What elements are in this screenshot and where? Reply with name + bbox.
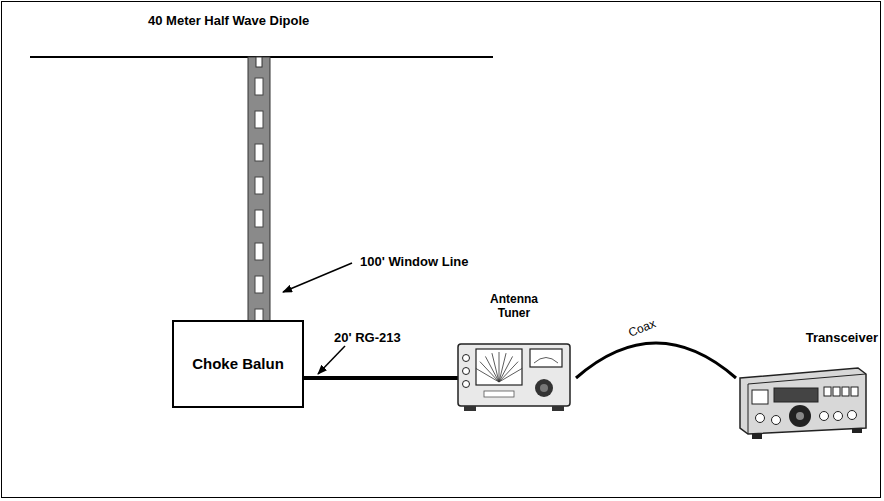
window-line: [248, 57, 270, 326]
feedline-label: 100' Window Line: [360, 254, 468, 269]
antenna-tuner: Antenna Tuner: [452, 292, 576, 414]
radio-picture: [730, 330, 880, 442]
device-label: Transceiver: [730, 330, 880, 346]
edge-label: Coax: [626, 316, 657, 339]
balun-box: Choke Balun: [172, 320, 304, 408]
transceiver-radio: Transceiver: [730, 330, 880, 442]
leader-line: [283, 263, 352, 292]
leader-line: [318, 346, 345, 374]
box-label: Choke Balun: [180, 355, 296, 373]
device-label: Antenna Tuner: [484, 292, 544, 321]
cable-connector: [576, 343, 736, 378]
antenna-label: 40 Meter Half Wave Dipole: [148, 13, 309, 28]
cable-label: 20' RG-213: [334, 330, 401, 345]
cable-connector: [304, 376, 458, 380]
